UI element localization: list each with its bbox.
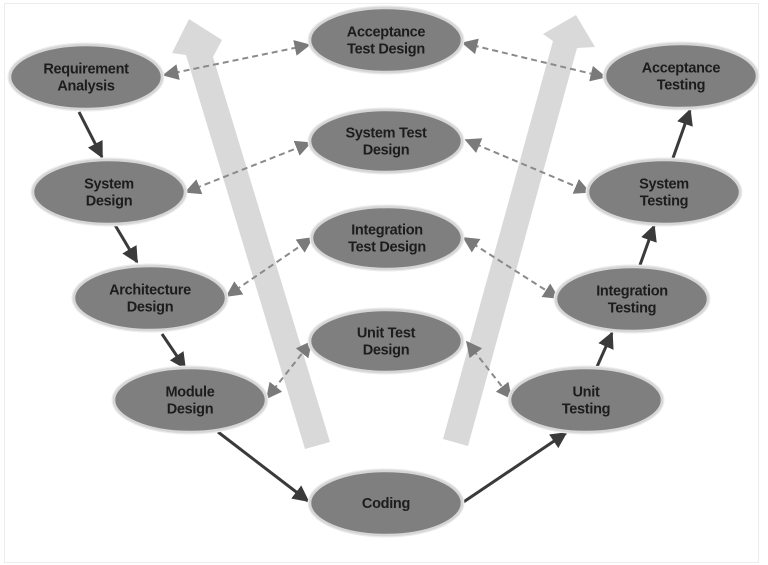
flow-arrow-unit-testing-to-integration-testing: [594, 331, 614, 370]
node-label: Integration: [596, 284, 668, 300]
node-ellipse: [603, 42, 759, 110]
node-label: Design: [167, 402, 214, 418]
node-label: Analysis: [57, 79, 114, 95]
node-glow: [585, 157, 743, 227]
node-label: Design: [363, 343, 410, 359]
node-ellipse: [308, 469, 464, 537]
node-label: Module: [166, 385, 215, 401]
node-label: Integration: [351, 223, 423, 239]
node-label: Architecture: [109, 283, 191, 299]
node-label: Unit Test: [357, 326, 416, 342]
node-label: Design: [363, 143, 410, 159]
node-ellipse: [72, 264, 228, 332]
node-ellipse: [508, 366, 664, 434]
flow-arrow-architecture-design-to-module-design: [160, 333, 187, 370]
node-label: Test Design: [348, 240, 426, 256]
trace-arrow-integration-test-design-to-integration-testing: [462, 237, 560, 299]
node-glow: [30, 157, 188, 227]
node-glow: [7, 42, 165, 112]
node-glow: [602, 41, 760, 111]
node-glow: [111, 365, 269, 435]
flow-arrow-integration-testing-to-system-testing: [638, 224, 657, 266]
trace-arrow-acceptance-test-design-to-acceptance-testing: [461, 38, 607, 82]
node-label: Testing: [640, 194, 688, 210]
node-glow: [307, 5, 465, 75]
nodes-layer: RequirementAnalysisSystemDesignArchitect…: [7, 5, 760, 538]
node-ellipse: [112, 366, 268, 434]
node-glow: [307, 107, 465, 175]
node-label: Design: [127, 300, 174, 316]
flow-arrow-system-testing-to-acceptance-testing: [671, 108, 693, 159]
node-label: Requirement: [43, 62, 129, 78]
node-label: System Test: [345, 126, 427, 142]
node-ellipse: [8, 43, 164, 111]
flow-arrow-coding-to-unit-testing: [461, 431, 568, 505]
node-label: Testing: [562, 402, 610, 418]
node-label: Acceptance: [642, 61, 721, 77]
trace-arrow-architecture-design-to-integration-test-design: [225, 237, 314, 297]
node-label: Testing: [657, 78, 705, 94]
node-glow: [71, 263, 229, 333]
node-ellipse: [308, 308, 464, 374]
node-label: Testing: [608, 301, 656, 317]
trace-arrow-unit-test-design-to-unit-testing: [466, 340, 512, 400]
trace-edges-layer: [162, 38, 607, 400]
node-ellipse: [31, 158, 187, 226]
node-ellipse: [308, 108, 464, 174]
trace-arrow-requirement-analysis-to-acceptance-test-design: [162, 40, 311, 80]
node-glow: [309, 204, 465, 272]
node-label: System: [84, 177, 134, 193]
flow-arrow-system-design-to-architecture-design: [113, 224, 139, 264]
node-ellipse: [310, 205, 464, 271]
flow-arrow-requirement-analysis-to-system-design: [77, 111, 104, 159]
trace-arrow-module-design-to-unit-test-design: [266, 340, 312, 400]
node-ellipse: [554, 265, 710, 333]
trace-arrow-system-design-to-system-test-design: [184, 140, 312, 195]
node-label: Acceptance: [347, 25, 426, 41]
flow-arrow-module-design-to-coding: [217, 430, 310, 503]
node-label: System: [639, 177, 689, 193]
node-glow: [307, 468, 465, 538]
node-coding: Coding: [307, 468, 465, 538]
node-label: Unit: [573, 385, 600, 401]
node-ellipse: [586, 158, 742, 226]
right-upward-arrow: [443, 15, 595, 446]
node-label: Design: [86, 194, 133, 210]
trace-arrow-system-test-design-to-system-testing: [464, 138, 591, 194]
node-ellipse: [308, 6, 464, 74]
node-glow: [507, 365, 665, 435]
flow-edges-layer: [77, 108, 693, 505]
node-glow: [553, 264, 711, 334]
node-glow: [307, 307, 465, 375]
node-label: Coding: [362, 496, 410, 512]
node-label: Test Design: [347, 42, 425, 58]
